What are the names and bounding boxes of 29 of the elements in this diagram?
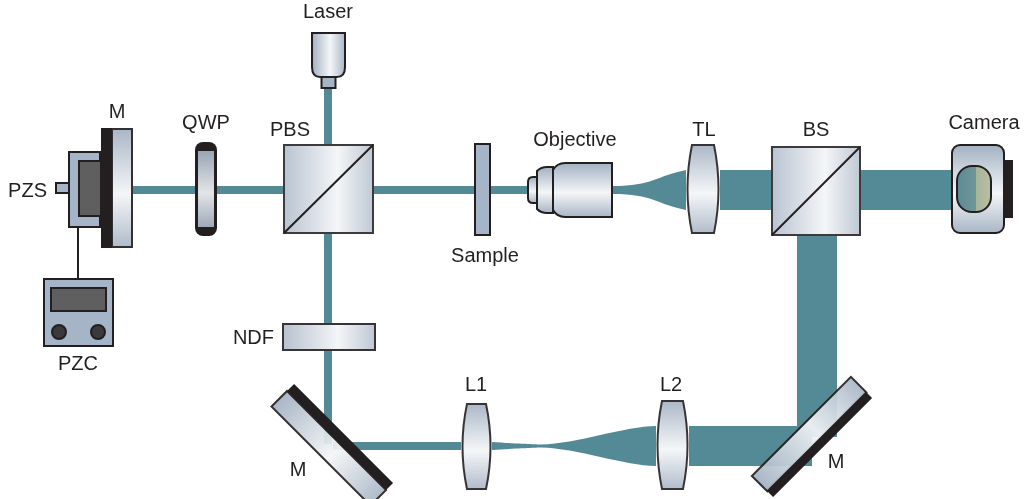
component-label: TL — [692, 118, 716, 140]
component-label: Laser — [303, 0, 353, 22]
light-beam — [324, 234, 332, 323]
light-beam — [720, 170, 771, 210]
component-label: BS — [802, 118, 830, 140]
light-beam — [324, 89, 332, 144]
light-beam — [613, 170, 686, 210]
light-beam — [492, 426, 656, 466]
light-beam — [689, 426, 812, 466]
component-label: L1 — [464, 373, 488, 395]
component-label: M — [289, 458, 307, 480]
component-label: PBS — [270, 118, 310, 140]
component-label: QWP — [182, 111, 230, 133]
light-beam — [133, 186, 195, 194]
light-beam — [374, 186, 474, 194]
light-beam — [861, 170, 951, 210]
light-beam — [491, 186, 527, 194]
component-label: NDF — [232, 326, 274, 348]
component-label: Objective — [533, 128, 617, 150]
component-label: PZS — [8, 179, 47, 201]
component-label: Sample — [451, 244, 519, 266]
component-label: Camera — [948, 111, 1020, 133]
component-label: L2 — [659, 373, 683, 395]
cable-line — [77, 227, 79, 279]
light-beam — [797, 236, 837, 437]
component-label: M — [108, 100, 126, 122]
component-label: M — [827, 450, 845, 472]
component-label: PZC — [58, 352, 98, 374]
light-beam — [217, 186, 283, 194]
